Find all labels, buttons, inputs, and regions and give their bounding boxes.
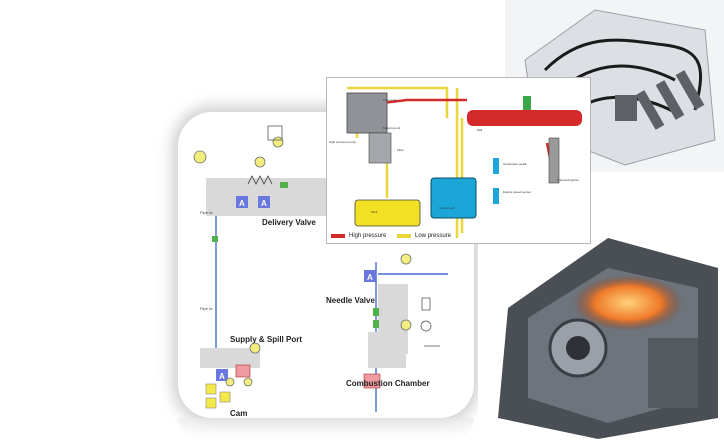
fuel-pump-caption: Fuel pump bbox=[383, 98, 398, 102]
source-node bbox=[225, 377, 235, 387]
cam-block bbox=[205, 397, 217, 409]
tank-caption: Tank bbox=[371, 210, 378, 214]
injector-caption: Solenoid injector bbox=[557, 178, 580, 182]
sensor-symbol bbox=[493, 158, 499, 174]
source-node bbox=[193, 150, 207, 164]
pipe-label: Pipe fa bbox=[200, 210, 213, 215]
needle-valve-label: Needle Valve bbox=[326, 296, 375, 305]
delivery-valve-label: Delivery Valve bbox=[262, 218, 316, 227]
cam-block bbox=[219, 391, 231, 403]
check-valve bbox=[212, 236, 218, 242]
valve-symbol bbox=[267, 125, 283, 141]
actuator-block bbox=[258, 196, 270, 208]
supply-spill-port-label: Supply & Spill Port bbox=[230, 335, 303, 344]
accelerator-caption: Accelerator pedal bbox=[503, 162, 527, 166]
engine-render-bottom bbox=[478, 228, 724, 439]
schematic-drawing: A A A A bbox=[193, 125, 448, 412]
low-pressure-line bbox=[347, 86, 449, 118]
source-node bbox=[272, 136, 284, 148]
pump-housing bbox=[200, 348, 260, 368]
check-valve bbox=[373, 308, 379, 316]
svg-text:A: A bbox=[261, 199, 267, 208]
source-node bbox=[243, 377, 253, 387]
legend-high-pressure: High pressure bbox=[349, 233, 387, 239]
legend-low-pressure: Low pressure bbox=[415, 233, 452, 239]
fuel-system-panel: High pressure Low pressure Tank Control … bbox=[326, 77, 591, 244]
panel-reflection bbox=[178, 418, 474, 439]
combustion-chamber-label: Combustion Chamber bbox=[346, 379, 430, 388]
fuel-tank bbox=[354, 199, 421, 227]
metering-unit bbox=[368, 132, 392, 164]
pipe-label-2: Pipe fa bbox=[200, 306, 213, 311]
svg-text:A: A bbox=[219, 372, 225, 381]
sensor-symbol bbox=[493, 188, 499, 204]
source-node bbox=[254, 156, 266, 168]
engine-speed-caption: Engine speed sensor bbox=[503, 190, 532, 194]
common-rail bbox=[467, 110, 582, 126]
pump-caption: High pressure pump bbox=[329, 140, 357, 144]
source-node bbox=[400, 253, 412, 265]
high-pressure-pump bbox=[346, 92, 388, 134]
fuel-system-diagram bbox=[331, 86, 582, 238]
engine-cutaway-illustration bbox=[478, 228, 724, 439]
combustion-housing bbox=[368, 332, 406, 368]
high-pressure-line bbox=[381, 98, 467, 105]
valve-symbol bbox=[421, 297, 431, 311]
source-node bbox=[400, 319, 412, 331]
rail-sensor bbox=[523, 96, 531, 110]
metering-unit-caption: Metering unit bbox=[383, 126, 401, 130]
control-unit-caption: Control unit bbox=[439, 206, 455, 210]
actuator-block bbox=[236, 196, 248, 208]
actuator-block bbox=[364, 270, 376, 282]
rail-caption: Rail bbox=[477, 128, 483, 132]
gauge-symbol bbox=[420, 320, 432, 332]
spill-port-block bbox=[235, 364, 251, 378]
solenoid-injector bbox=[548, 137, 560, 184]
svg-text:A: A bbox=[239, 199, 245, 208]
control-unit bbox=[430, 177, 477, 219]
check-valve bbox=[373, 320, 379, 328]
cam-block bbox=[205, 383, 217, 395]
combustion-chamber-block bbox=[363, 373, 381, 389]
spring bbox=[247, 175, 273, 185]
filter-caption: Filter bbox=[397, 148, 404, 152]
cam-label: Cam bbox=[230, 409, 248, 418]
check-valve bbox=[280, 182, 288, 188]
source-node bbox=[249, 342, 261, 354]
svg-text:A: A bbox=[367, 273, 373, 282]
actuator-block bbox=[216, 369, 228, 381]
